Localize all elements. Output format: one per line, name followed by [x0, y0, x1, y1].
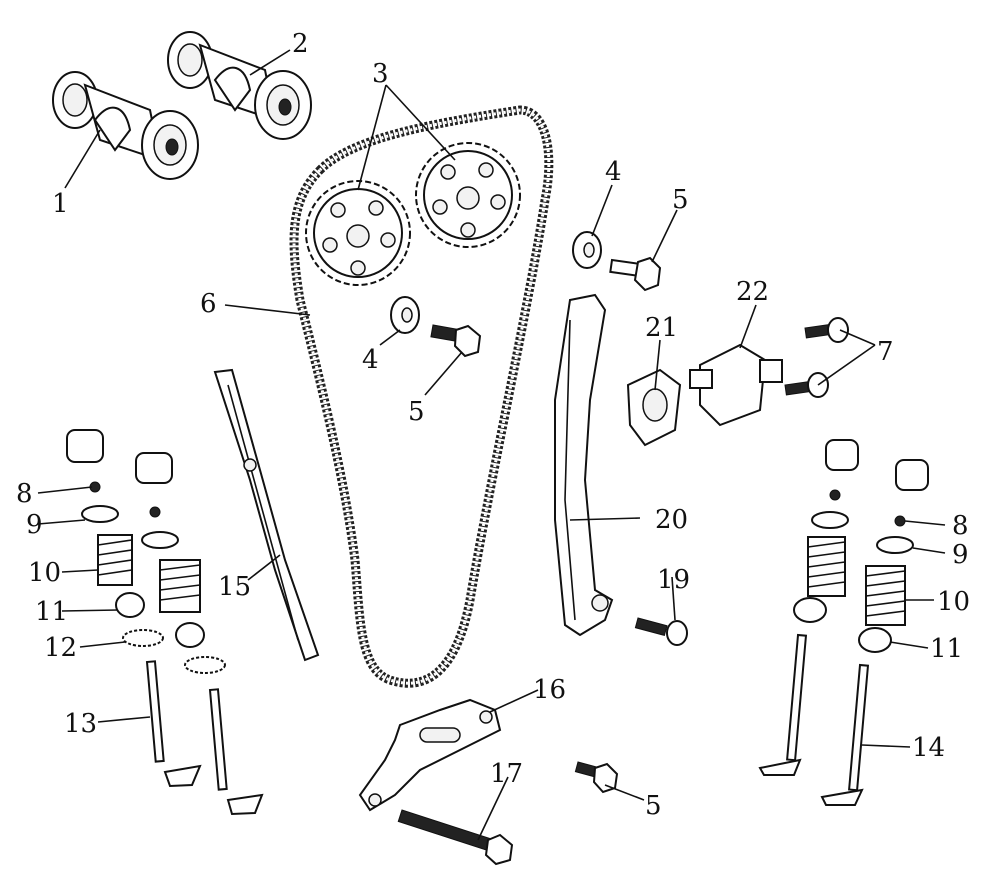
- valve-assembly-right-a: [758, 439, 859, 776]
- label-16: 16: [533, 675, 566, 705]
- camshaft-1: [52, 71, 199, 180]
- label-21: 21: [645, 313, 678, 343]
- label-9-left: 9: [26, 510, 43, 540]
- label-22: 22: [736, 277, 769, 307]
- label-2: 2: [292, 29, 309, 59]
- label-1: 1: [52, 189, 69, 219]
- valve-assembly-left-a: [66, 429, 202, 788]
- bolt-upper: [609, 256, 662, 292]
- label-5-upper: 5: [672, 185, 689, 215]
- valve-assembly-left-b: [135, 452, 264, 816]
- washer-middle: [390, 296, 420, 334]
- label-10-right: 10: [937, 587, 970, 617]
- sprocket-left: [305, 180, 411, 286]
- label-11-right: 11: [930, 634, 963, 664]
- chain-guide: [213, 368, 320, 662]
- label-4-upper: 4: [605, 157, 622, 187]
- sprocket-right: [415, 142, 521, 248]
- label-17: 17: [490, 759, 523, 789]
- label-9-right: 9: [952, 540, 969, 570]
- washer-upper: [572, 231, 602, 269]
- bracket-plate: [358, 698, 502, 812]
- label-11-left: 11: [35, 597, 68, 627]
- label-20: 20: [655, 505, 688, 535]
- label-8-left: 8: [16, 479, 33, 509]
- label-3: 3: [372, 59, 389, 89]
- leader-lines: [37, 49, 946, 841]
- long-bolt: [397, 809, 514, 866]
- bolt-7-lower: [784, 372, 829, 398]
- chain-tensioner: [689, 343, 783, 427]
- tensioner-slider: [554, 293, 614, 637]
- bolt-7-upper: [804, 317, 849, 343]
- label-5-middle: 5: [408, 397, 425, 427]
- label-15: 15: [218, 572, 251, 602]
- label-7: 7: [877, 337, 894, 367]
- camshaft-2: [167, 31, 312, 140]
- label-19: 19: [657, 565, 690, 595]
- bolt-middle: [430, 324, 482, 358]
- label-5-lower: 5: [645, 791, 662, 821]
- label-4-middle: 4: [362, 345, 379, 375]
- label-8-right: 8: [952, 511, 969, 541]
- valve-assembly-right-b: [820, 459, 929, 806]
- label-12: 12: [44, 633, 77, 663]
- label-6: 6: [200, 289, 217, 319]
- label-14: 14: [912, 733, 945, 763]
- label-13: 13: [64, 709, 97, 739]
- bolt-19: [634, 617, 688, 646]
- label-10-left: 10: [28, 558, 61, 588]
